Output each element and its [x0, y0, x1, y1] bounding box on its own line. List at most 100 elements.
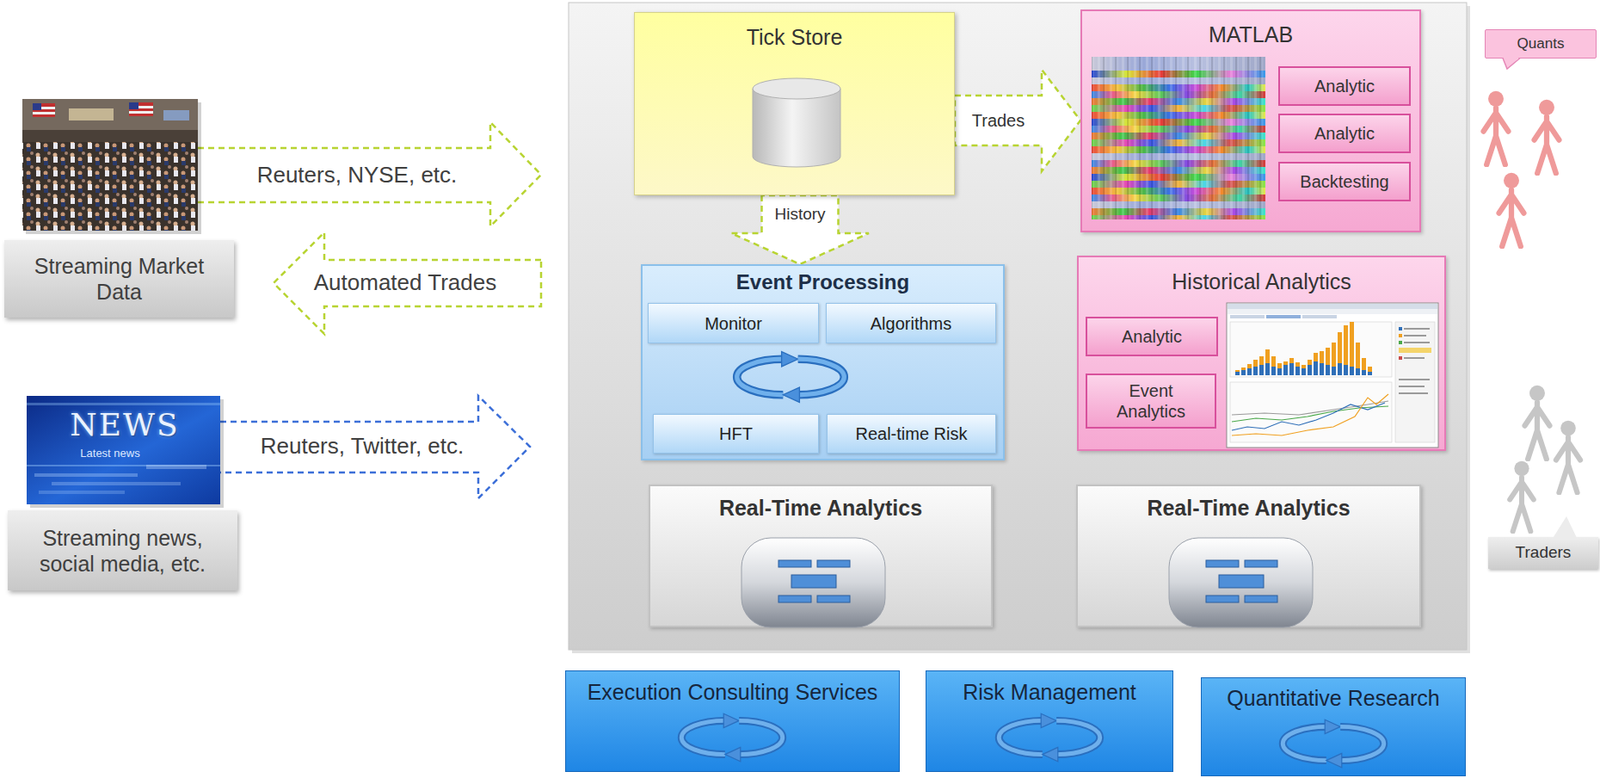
box-label: Analytic [1314, 123, 1375, 144]
engine-panel: Event ProcessingMonitorAlgorithmsHFTReal… [640, 264, 1005, 461]
analytics-panel: Real-Time Analytics [1076, 484, 1422, 628]
connector-label: Trades [970, 110, 1028, 131]
heatmap-image [1091, 153, 1266, 160]
module-box: Algorithms [825, 302, 997, 344]
analytics-screenshot [1230, 321, 1392, 377]
panel-title: Event Processing [736, 270, 910, 296]
block-arrow-connector [731, 195, 869, 265]
trader-figure [1509, 461, 1534, 532]
flow-label: Reuters, NYSE, etc. [254, 162, 461, 189]
service-box: Risk Management [925, 670, 1174, 772]
box-label: Streaming Market Data [11, 252, 228, 305]
server-icon [778, 560, 812, 567]
service-box: Execution Consulting Services [565, 670, 900, 772]
news-photo [26, 395, 224, 508]
module-box: Backtesting [1278, 161, 1411, 202]
block-arrow [273, 232, 542, 334]
box-label: Event Analytics [1094, 380, 1208, 422]
analytics-screenshot [1226, 302, 1439, 448]
trading-floor-photo [22, 141, 198, 231]
analytics-screenshot [1231, 402, 1385, 431]
server-icon [817, 560, 850, 567]
news-photo [38, 490, 125, 494]
box-label: Quants [1516, 35, 1564, 54]
source-label-box: Streaming Market Data [4, 240, 234, 318]
box-label: Analytic [1121, 326, 1182, 347]
database-cylinder [752, 78, 841, 99]
panel-title: Real-Time Analytics [1146, 494, 1350, 521]
block-arrow [197, 122, 542, 499]
analytics-screenshot [1230, 314, 1265, 319]
panel-title: Historical Analytics [1171, 268, 1351, 295]
analytics-screenshot [1235, 361, 1373, 376]
analytics-screenshot [1398, 378, 1430, 381]
cycle-arrows-icon [1282, 719, 1384, 767]
quant-figure [1499, 172, 1525, 247]
heatmap-image [1091, 180, 1266, 188]
trading-floor-photo [32, 103, 56, 117]
module-box: Real-time Risk [826, 413, 997, 454]
module-box: Analytic [1085, 316, 1219, 357]
news-photo [26, 395, 221, 505]
analytics-screenshot [1398, 326, 1403, 331]
role-callout: Quants [1484, 29, 1597, 59]
trading-floor-photo [22, 98, 198, 231]
trading-floor-photo [32, 103, 42, 111]
box-label: Algorithms [870, 313, 952, 334]
analytics-screenshot [1230, 381, 1392, 443]
flow-label: Automated Trades [311, 270, 499, 296]
server-icon [741, 537, 886, 628]
analytics-screenshot [1226, 302, 1439, 448]
box-label: Analytic [1314, 75, 1375, 97]
server-icon [741, 537, 886, 628]
heatmap-image [1091, 111, 1266, 119]
analytics-screenshot [1403, 334, 1427, 337]
heatmap-image [1091, 70, 1266, 78]
analytics-screenshot [1395, 321, 1435, 443]
heatmap-image [1091, 208, 1266, 216]
box-label: Traders [1515, 542, 1572, 563]
trader-figure [1525, 385, 1551, 460]
heatmap-image [1091, 125, 1266, 133]
box-label: Monitor [704, 313, 763, 334]
callout-tail [1502, 56, 1578, 540]
analytics-screenshot [1398, 392, 1428, 394]
quant-figure [1534, 99, 1560, 174]
analytics-screenshot [1403, 356, 1425, 359]
server-icon [1169, 537, 1313, 628]
box-label: Backtesting [1299, 171, 1389, 192]
tool-panel: MATLABAnalyticAnalyticBacktesting [1080, 9, 1422, 233]
analytics-screenshot [1403, 341, 1430, 344]
heatmap-image [1091, 194, 1266, 202]
role-callout: Traders [1488, 536, 1599, 569]
server-icon [778, 595, 812, 603]
database-cylinder [752, 88, 841, 167]
heatmap-image [1091, 63, 1266, 71]
heatmap-image [1091, 77, 1266, 85]
panel-title: Execution Consulting Services [587, 678, 879, 705]
trading-floor-photo [22, 129, 198, 142]
trading-floor-photo [129, 110, 154, 114]
heatmap-image [1091, 187, 1266, 195]
panel-title: MATLAB [1208, 21, 1293, 48]
analytics-screenshot [1266, 314, 1301, 319]
trader-figure [1556, 420, 1581, 493]
heatmap-image [1091, 139, 1266, 147]
panel-title: Risk Management [962, 678, 1136, 705]
service-box: Quantitative Research [1200, 676, 1466, 776]
server-icon [791, 574, 837, 588]
module-box: Analytic [1278, 113, 1411, 154]
news-photo [51, 481, 181, 486]
analytics-screenshot [1231, 393, 1389, 436]
analytics-screenshot [1398, 340, 1403, 345]
trading-floor-photo [68, 108, 114, 121]
analytics-screenshot [1231, 400, 1389, 415]
box-label: Streaming news, social media, etc. [14, 524, 231, 577]
heatmap-image [1091, 56, 1266, 220]
trader-figure [1509, 385, 1581, 532]
heatmap-image [1091, 215, 1266, 220]
heatmap-image [1091, 166, 1266, 174]
analytics-screenshot [1398, 333, 1403, 338]
